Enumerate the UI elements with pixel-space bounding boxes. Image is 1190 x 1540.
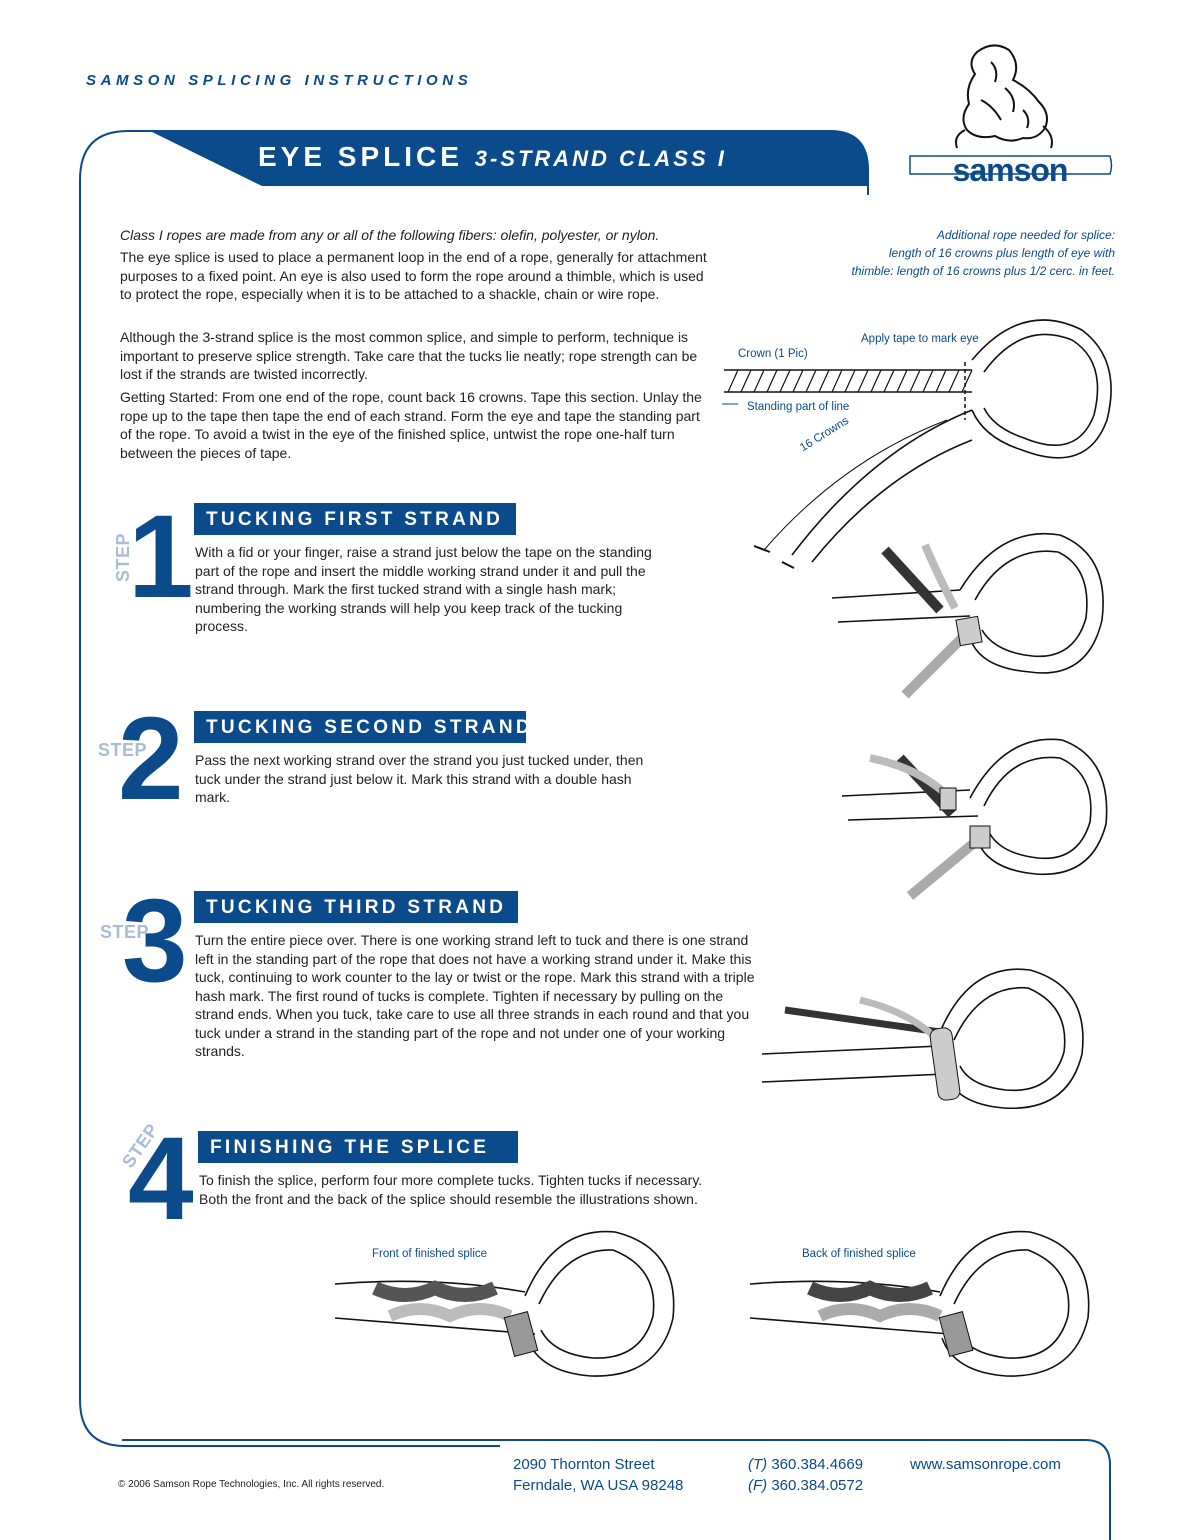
back-finished-label: Back of finished splice	[802, 1248, 916, 1260]
phone-label: (T)	[748, 1456, 768, 1473]
step-4-title: FINISHING THE SPLICE	[198, 1131, 518, 1163]
footer-fax: (F) 360.384.0572	[748, 1477, 863, 1494]
intro-paragraph-3: Getting Started: From one end of the rop…	[120, 389, 702, 461]
step-4-text: To finish the splice, perform four more …	[199, 1172, 703, 1207]
footer-phone: (T) 360.384.4669	[748, 1456, 863, 1473]
step-2-word: STEP	[98, 740, 148, 760]
step-4-number: 4	[128, 1113, 194, 1245]
step-3-number: 3	[122, 875, 188, 1007]
title-band	[150, 131, 868, 186]
standing-part-label: Standing part of line	[747, 401, 850, 413]
step-2-illustration	[841, 738, 1108, 900]
step-1-illustration	[831, 532, 1104, 699]
footer-website-link[interactable]: www.samsonrope.com	[910, 1456, 1061, 1473]
step-1-number: 1	[128, 491, 194, 623]
crown-label: Crown (1 Pic)	[738, 348, 808, 360]
front-finished-splice	[334, 1230, 675, 1377]
step-2-text: Pass the next working strand over the st…	[195, 752, 644, 805]
title-sub: 3-STRAND CLASS I	[474, 146, 727, 171]
logo-text: samson	[953, 152, 1068, 188]
step-2-number: 2	[118, 693, 184, 825]
step-3-illustration	[761, 968, 1084, 1110]
intro-paragraph-2: Although the 3-strand splice is the most…	[120, 329, 698, 382]
getting-started-diagram	[722, 319, 1112, 569]
class-note: Class I ropes are made from any or all o…	[120, 227, 660, 243]
side-note-line: Additional rope needed for splice:	[936, 228, 1115, 242]
side-note: Additional rope needed for splice: lengt…	[800, 226, 1115, 280]
title-main: EYE SPLICE	[258, 141, 463, 172]
fax-label: (F)	[748, 1477, 768, 1494]
phone-number: 360.384.4669	[771, 1456, 864, 1473]
step-3-word: STEP	[100, 922, 150, 942]
side-note-line: thimble: length of 16 crowns plus 1/2 ce…	[851, 264, 1115, 278]
copyright: © 2006 Samson Rope Technologies, Inc. Al…	[118, 1479, 385, 1490]
footer-city: Ferndale, WA USA 98248	[513, 1477, 684, 1494]
step-3-title: TUCKING THIRD STRAND	[194, 891, 518, 923]
footer-street: 2090 Thornton Street	[513, 1456, 655, 1473]
page-title: EYE SPLICE 3-STRAND CLASS I	[258, 141, 727, 173]
apply-tape-label: Apply tape to mark eye	[861, 333, 979, 345]
fax-number: 360.384.0572	[771, 1477, 864, 1494]
intro-paragraph-1: The eye splice is used to place a perman…	[120, 249, 707, 302]
side-note-line: length of 16 crowns plus length of eye w…	[888, 246, 1115, 260]
back-finished-splice	[749, 1230, 1090, 1377]
step-1-text: With a fid or your finger, raise a stran…	[195, 544, 652, 634]
step-1-title: TUCKING FIRST STRAND	[194, 503, 516, 535]
header-label: SAMSON SPLICING INSTRUCTIONS	[86, 72, 473, 89]
step-3-text: Turn the entire piece over. There is one…	[195, 932, 755, 1059]
front-finished-label: Front of finished splice	[372, 1248, 488, 1260]
samson-logo: samson	[909, 44, 1113, 188]
step-2-title: TUCKING SECOND STRAND	[194, 711, 530, 743]
